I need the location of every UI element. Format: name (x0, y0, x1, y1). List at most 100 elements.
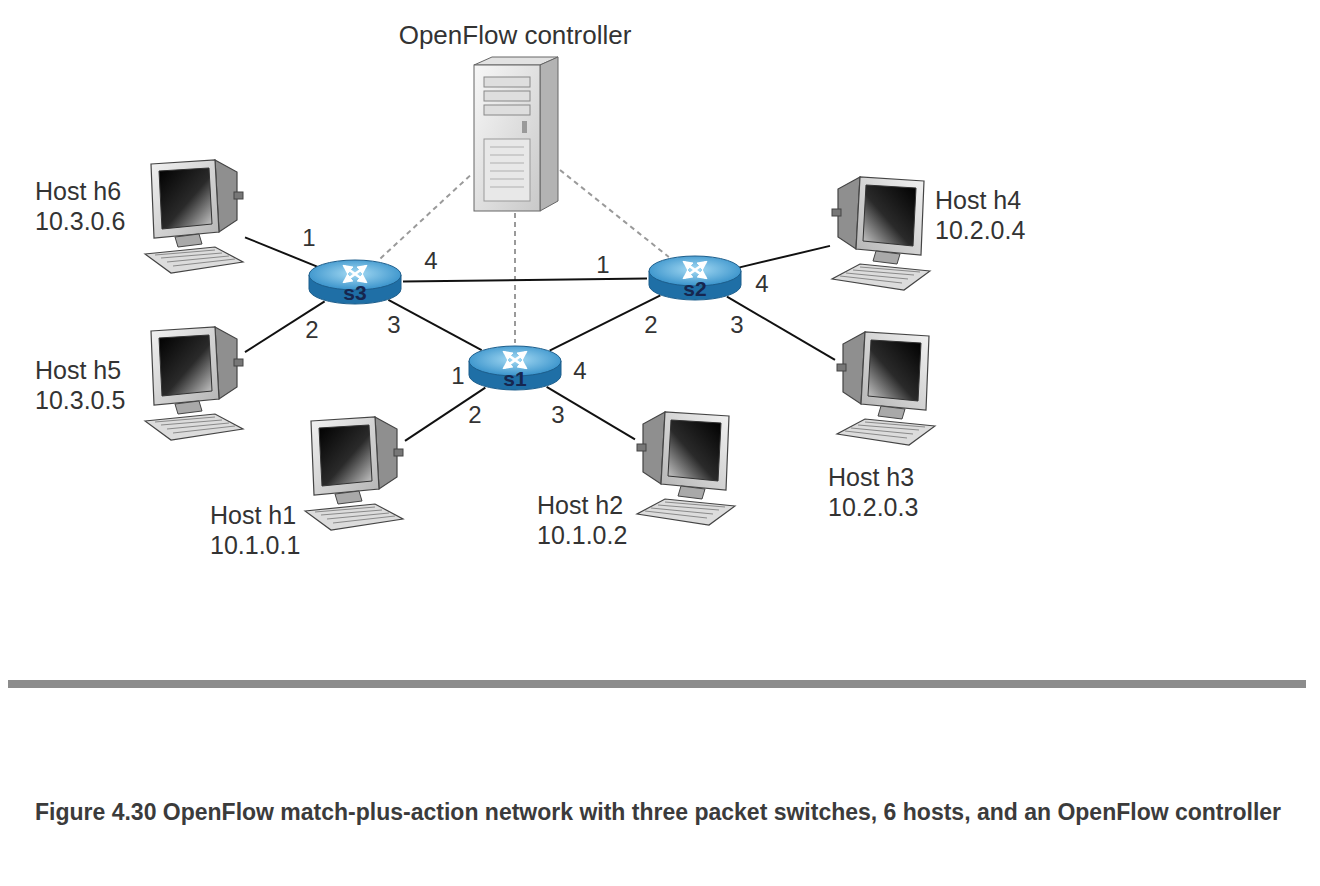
computer-icon-part-part (878, 406, 905, 419)
port-number: 2 (644, 313, 657, 337)
computer-icon (830, 175, 930, 293)
computer-icon-part-part (837, 364, 846, 371)
ip-address: 10.3.0.5 (35, 385, 125, 415)
computer-icon-part-part (868, 340, 921, 401)
host-computer: Host h410.2.0.4 (830, 175, 930, 293)
port-number: 1 (302, 226, 315, 250)
computer-icon-part-part (837, 419, 935, 445)
switch-icon-part-part (344, 266, 366, 282)
computer-icon-part-part (155, 250, 235, 266)
host-name: Host h3 (828, 462, 914, 492)
network-link (550, 295, 661, 350)
host-name: Host h6 (35, 176, 121, 206)
computer-icon-part-part (234, 192, 243, 199)
computer-icon-part-part (315, 507, 395, 523)
packet-switch: s3 (307, 257, 403, 307)
computer-icon-part-part (155, 417, 235, 433)
port-number: 2 (305, 318, 318, 342)
switch-icon-part-part (344, 266, 366, 282)
host-name: Host h4 (935, 185, 1021, 215)
port-number: 3 (551, 403, 564, 427)
computer-icon (835, 330, 935, 448)
server-tower-icon-part-part (474, 65, 540, 211)
computer-icon-part-part (159, 168, 212, 229)
port-number: 2 (468, 403, 481, 427)
ip-address: 10.2.0.3 (828, 492, 918, 522)
computer-icon-part-part (637, 444, 646, 451)
network-link (403, 279, 647, 282)
host-computer: Host h610.3.0.6 (145, 158, 245, 276)
switch-icon-part-part (684, 262, 706, 278)
host-computer: Host h310.2.0.3 (835, 330, 935, 448)
computer-icon-part-part (861, 332, 929, 410)
computer-icon-part-part (175, 234, 202, 247)
server-tower-icon-part-part (484, 91, 530, 101)
ip-address: 10.1.0.1 (210, 530, 300, 560)
switch-label: s2 (647, 278, 743, 299)
computer-icon-part-part (319, 425, 372, 486)
computer-icon-part-part (661, 412, 729, 490)
switch-label: s3 (307, 282, 403, 303)
computer-icon-part-part (335, 491, 362, 504)
computer-icon-part-part (832, 264, 930, 290)
computer-icon-part-part (637, 499, 735, 525)
network-link (739, 246, 830, 268)
computer-icon-part (145, 160, 243, 273)
control-link (560, 170, 669, 257)
host-computer: Host h210.1.0.2 (635, 410, 735, 528)
server-tower-icon-part-part (540, 57, 558, 211)
port-number: 3 (730, 313, 743, 337)
computer-icon-part-part (668, 420, 721, 481)
port-number: 4 (573, 359, 586, 383)
figure-caption: Figure 4.30 OpenFlow match-plus-action n… (35, 791, 1310, 834)
ip-address: 10.1.0.2 (537, 520, 627, 550)
computer-icon-part-part (678, 486, 705, 499)
server-tower-icon-part-part (484, 77, 530, 87)
computer-icon-part-part (845, 422, 925, 438)
port-number: 4 (755, 272, 768, 296)
host-computer: Host h110.1.0.1 (305, 415, 405, 533)
network-link (405, 388, 485, 441)
computer-icon-part-part (863, 185, 916, 246)
computer-icon-part-part (873, 251, 900, 264)
controller-label: OpenFlow controller (399, 20, 632, 50)
computer-icon-part (305, 417, 403, 530)
computer-icon-part-part (175, 401, 202, 414)
port-number: 3 (387, 313, 400, 337)
computer-icon-part-part (305, 504, 403, 530)
computer-icon-part-part (159, 335, 212, 396)
separator-bar (8, 680, 1306, 688)
controller-server: OpenFlow controller (470, 55, 560, 213)
ip-address: 10.2.0.4 (935, 215, 1025, 245)
switch-label: s1 (467, 368, 563, 389)
network-link (245, 301, 325, 352)
host-computer: Host h510.3.0.5 (145, 325, 245, 443)
computer-icon (305, 415, 405, 533)
port-number: 1 (451, 364, 464, 388)
computer-icon-part-part (145, 414, 243, 440)
computer-icon-part-part (151, 160, 219, 238)
computer-icon-part-part (234, 359, 243, 366)
switch-icon-part-part (504, 352, 526, 368)
port-number: 4 (424, 249, 437, 273)
computer-icon-part-part (832, 209, 841, 216)
host-name: Host h5 (35, 355, 121, 385)
server-tower-icon-part-part (490, 147, 524, 187)
ip-address: 10.3.0.6 (35, 206, 125, 236)
server-tower-icon-part (474, 57, 558, 211)
computer-icon-part-part (311, 417, 379, 495)
switch-icon-part-part (504, 352, 526, 368)
switch-icon-part-part (684, 262, 706, 278)
computer-icon-part-part (151, 327, 219, 405)
network-link (727, 297, 835, 360)
computer-icon-part-part (856, 177, 924, 255)
network-link (547, 387, 635, 439)
computer-icon (635, 410, 735, 528)
packet-switch: s1 (467, 343, 563, 393)
control-link (514, 213, 516, 343)
server-tower-icon-part-part (522, 121, 527, 133)
computer-icon-part-part (394, 449, 403, 456)
computer-icon-part (145, 327, 243, 440)
computer-icon (145, 158, 245, 276)
